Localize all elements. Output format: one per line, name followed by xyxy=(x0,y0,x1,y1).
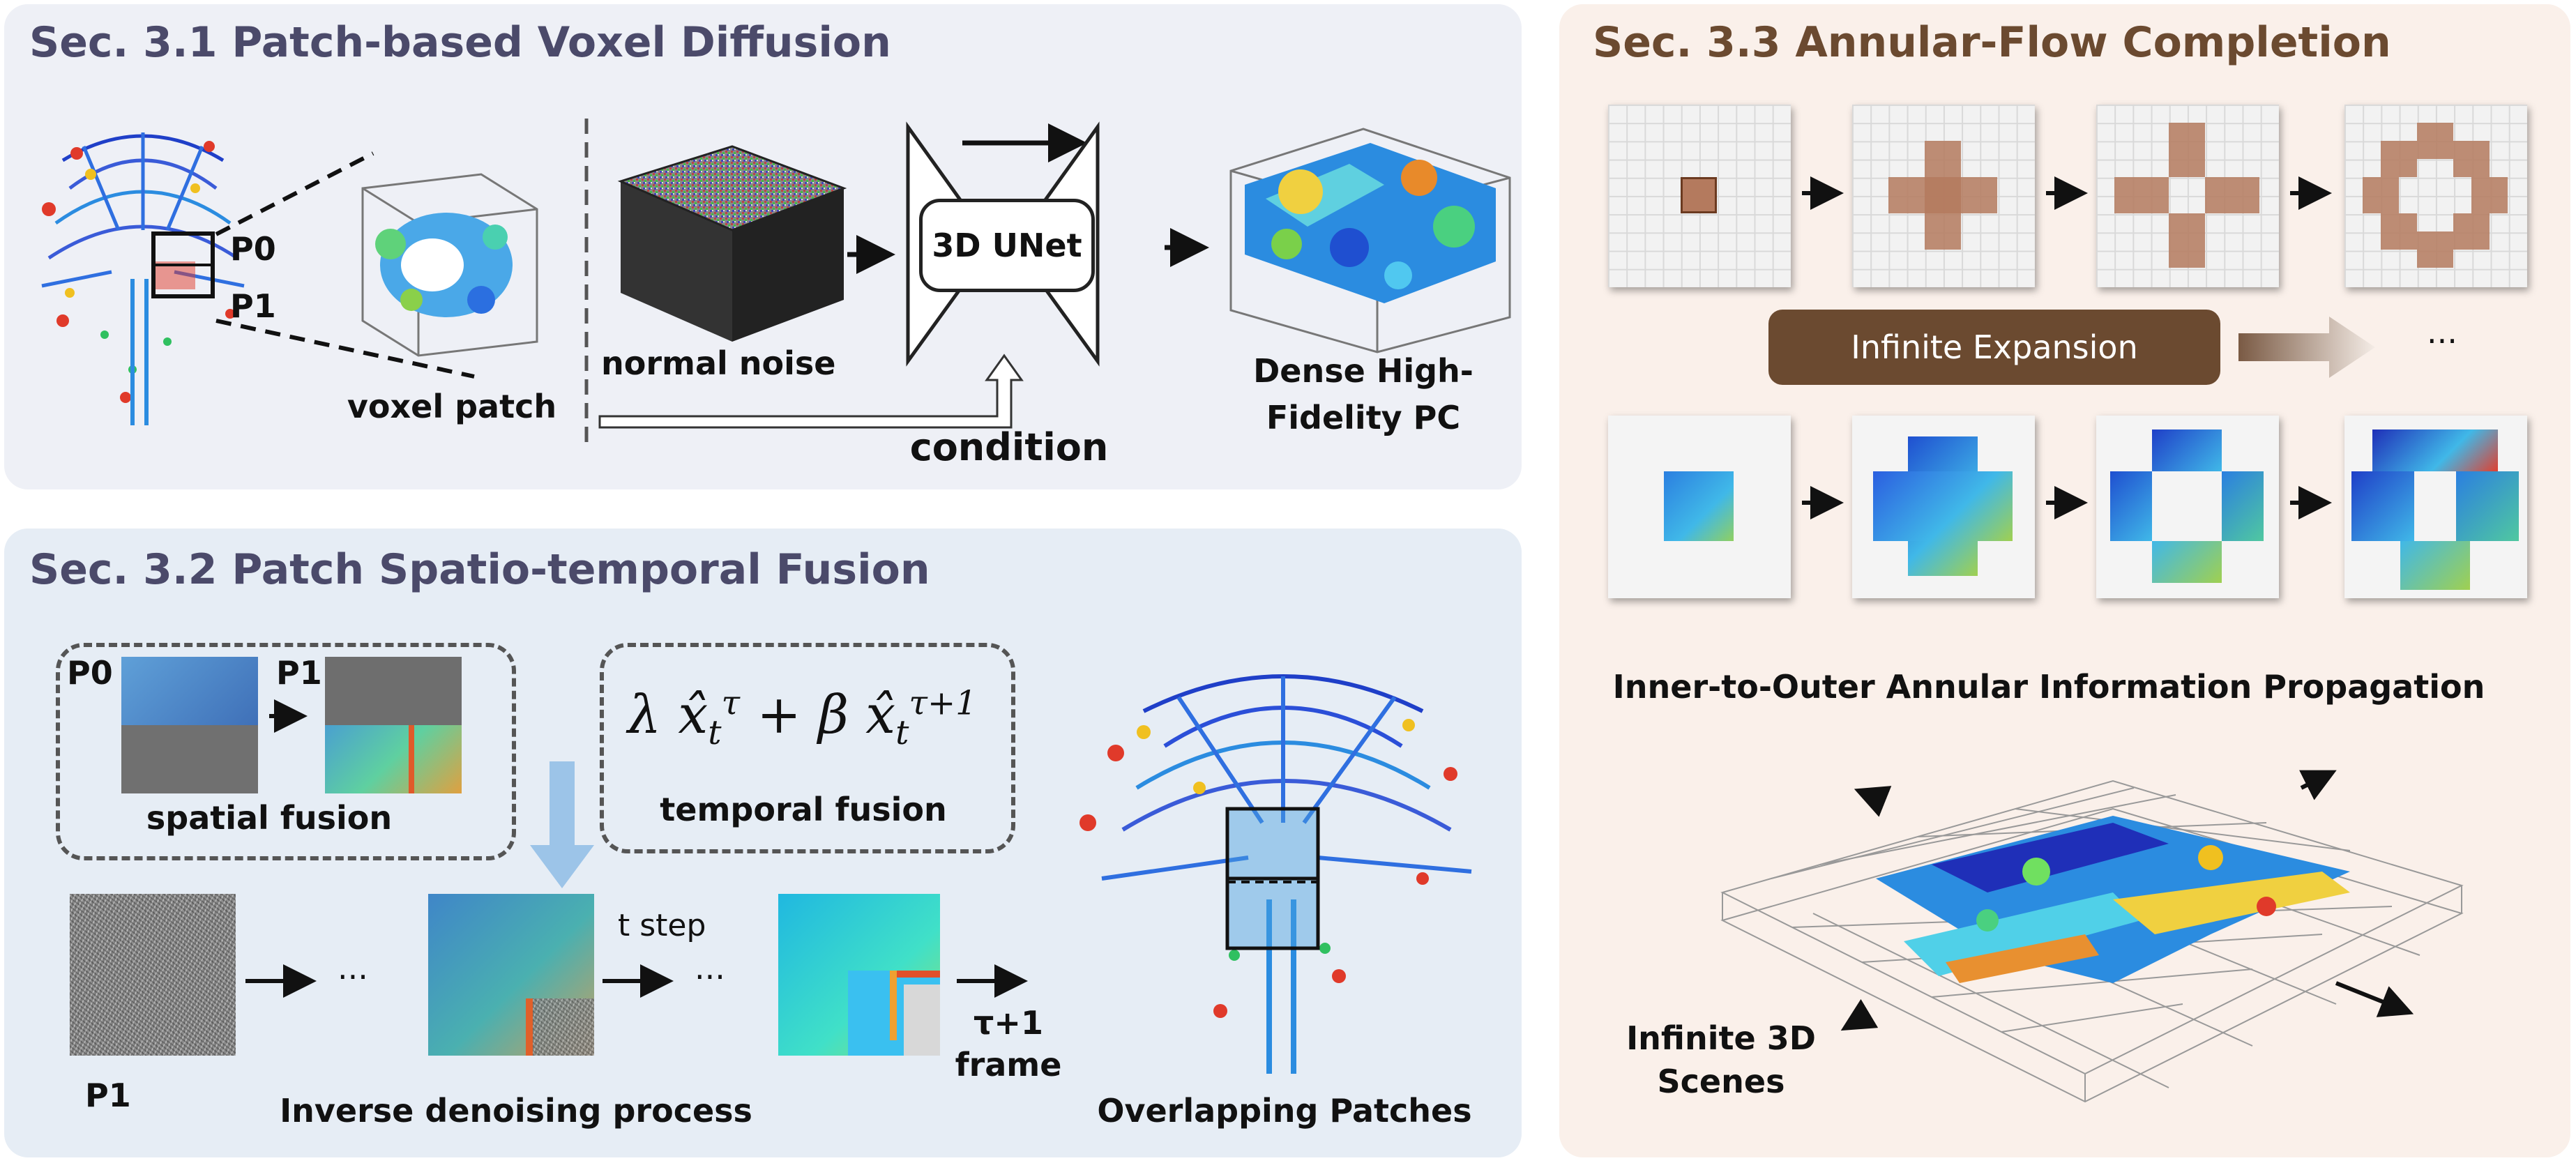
condition-label: condition xyxy=(909,425,1109,469)
partial-denoised-image xyxy=(428,894,594,1056)
temporal-formula: λ x̂tτ + β x̂tτ+1 xyxy=(628,683,977,753)
tau-label-2: frame xyxy=(955,1046,1062,1084)
expansion-ellipsis: ··· xyxy=(2427,322,2457,360)
overlapping-lidar-image xyxy=(1079,674,1472,1074)
expansion-gradient-arrow xyxy=(2238,317,2375,378)
grid-tile-1 xyxy=(1608,105,1791,287)
spatial-p0-label: P0 xyxy=(67,654,113,692)
spatial-fusion-box xyxy=(56,643,516,860)
section-title-3-2: Sec. 3.2 Patch Spatio-temporal Fusion xyxy=(29,545,930,594)
t-step-label: t step xyxy=(618,908,706,943)
bottom-p1-label: P1 xyxy=(85,1077,131,1114)
noise-cube xyxy=(617,145,847,342)
p1-patch-image xyxy=(325,657,462,793)
frame-arrow xyxy=(957,964,1028,998)
voxel-patch-cube xyxy=(361,173,538,357)
scene-tile-2 xyxy=(1852,416,2035,598)
spatial-fusion-label: spatial fusion xyxy=(146,799,393,837)
voxel-patch-label: voxel patch xyxy=(347,388,557,425)
temporal-fusion-box xyxy=(600,643,1015,853)
scene-arrows xyxy=(1802,486,2332,519)
ellipsis-2: ··· xyxy=(695,958,725,996)
overlapping-label: Overlapping Patches xyxy=(1097,1092,1472,1130)
dense-pc-label-1: Dense High- xyxy=(1253,352,1473,390)
unet-label: 3D UNet xyxy=(919,199,1095,292)
spatial-p1-label: P1 xyxy=(276,654,322,692)
infinite-3d-scene-image xyxy=(1720,770,2464,1103)
grid-tile-2 xyxy=(1852,105,2035,287)
section-title-3-1: Sec. 3.1 Patch-based Voxel Diffusion xyxy=(29,18,891,67)
scene-tile-4 xyxy=(2344,416,2527,598)
zoom-lines xyxy=(215,151,475,379)
p0-label: P0 xyxy=(230,230,276,268)
denoise-arrow-1 xyxy=(245,964,317,998)
infinite-scenes-label-2: Scenes xyxy=(1657,1063,1785,1100)
scene-tile-3 xyxy=(2096,416,2279,598)
propagation-label: Inner-to-Outer Annular Information Propa… xyxy=(1612,668,2485,706)
grid-arrows xyxy=(1802,176,2332,210)
grid-tile-3 xyxy=(2096,105,2279,287)
p0-patch-image xyxy=(121,657,258,793)
temporal-fusion-label: temporal fusion xyxy=(660,791,947,828)
noise-patch-image xyxy=(70,894,236,1056)
normal-noise-label: normal noise xyxy=(601,344,836,382)
p1-label: P1 xyxy=(230,287,276,325)
infinite-expansion-banner: Infinite Expansion xyxy=(1768,310,2220,385)
lidar-scene-image xyxy=(41,132,245,425)
dense-pc-cube xyxy=(1229,128,1511,354)
inverse-denoising-label: Inverse denoising process xyxy=(280,1092,752,1130)
down-arrow xyxy=(530,761,594,888)
ellipsis-1: ··· xyxy=(338,958,368,996)
spatial-arrow xyxy=(269,699,308,733)
tau-label-1: τ+1 xyxy=(973,1004,1043,1042)
grid-tile-4 xyxy=(2344,105,2527,287)
condition-arrow xyxy=(598,354,1024,429)
section-title-3-3: Sec. 3.3 Annular-Flow Completion xyxy=(1593,18,2391,67)
denoise-arrow-2 xyxy=(603,964,674,998)
arrows-unet xyxy=(847,123,1209,274)
dense-pc-label-2: Fidelity PC xyxy=(1266,399,1461,436)
divider-dashed xyxy=(584,119,589,446)
infinite-scenes-label-1: Infinite 3D xyxy=(1626,1019,1816,1057)
scene-tile-1 xyxy=(1608,416,1791,598)
denoised-patch-image xyxy=(778,894,940,1056)
